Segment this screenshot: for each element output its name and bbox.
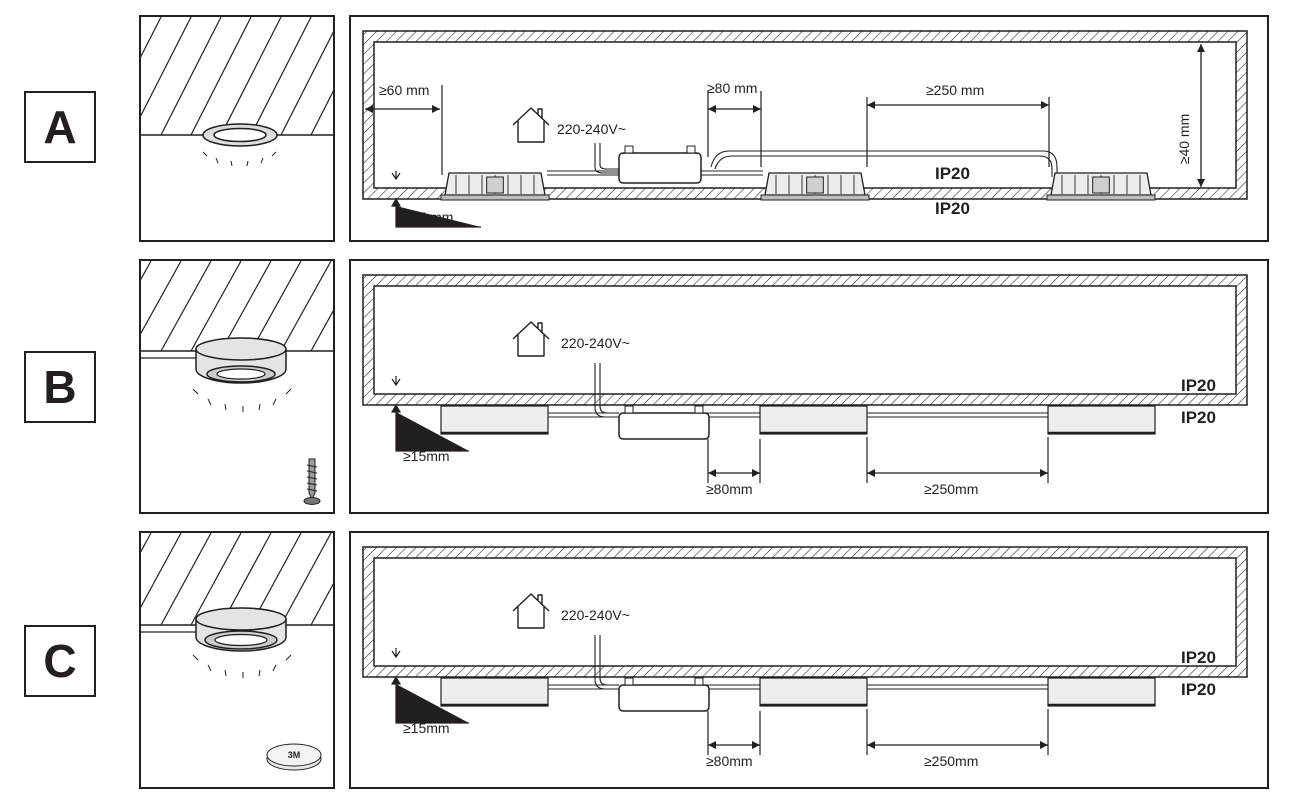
- dim-light-spacing: [867, 101, 1049, 109]
- surface-light: [440, 405, 549, 435]
- voltage-label: 220-240V~: [557, 121, 626, 137]
- ip-outer-label: IP20: [935, 199, 970, 218]
- adhesive-pad-label: 3M: [288, 750, 301, 760]
- height-marker-bottom: [390, 197, 481, 228]
- height-marker-top: [391, 648, 401, 659]
- screw-icon: [303, 458, 321, 505]
- recessed-light-icon: [202, 123, 278, 147]
- wiring: [548, 363, 1049, 418]
- dim-side-clearance: [365, 105, 440, 113]
- height-marker-bottom: [390, 675, 469, 724]
- surface-light: [440, 677, 549, 707]
- surface-light: [1047, 677, 1156, 707]
- surface-light-icon: [195, 607, 287, 652]
- wiring: [548, 635, 1049, 690]
- height-marker-top: [391, 171, 401, 181]
- recessed-light: [760, 172, 870, 201]
- cabinet-wall: [362, 546, 1248, 678]
- surface-light: [759, 405, 868, 435]
- adhesive-pad-icon: 3M: [266, 743, 322, 771]
- row-label-c: C: [24, 625, 96, 697]
- voltage-label: 220-240V~: [561, 607, 630, 623]
- surface-light: [1047, 405, 1156, 435]
- voltage-label: 220-240V~: [561, 335, 630, 351]
- led-driver: [618, 145, 702, 184]
- ip-outer-label: IP20: [1181, 680, 1216, 699]
- dim-depth: [1197, 44, 1205, 187]
- wiring: [547, 143, 1058, 177]
- surface-light: [759, 677, 868, 707]
- dim-light-spacing: [867, 469, 1048, 477]
- surface-light-icon: [195, 337, 287, 384]
- cabinet-wall: [362, 274, 1248, 406]
- led-driver: [618, 677, 710, 712]
- thumb-surface-screw: [139, 259, 335, 514]
- house-icon: [512, 593, 550, 629]
- light-spacing-label: ≥250mm: [924, 753, 978, 769]
- min-height-label: ≥15mm: [403, 448, 450, 464]
- recessed-light: [440, 172, 550, 201]
- cabinet-wall: [362, 30, 1248, 200]
- dim-light-spacing: [867, 741, 1048, 749]
- depth-label: ≥40 mm: [1176, 114, 1192, 164]
- dim-driver-gap: [708, 469, 760, 477]
- side-clearance-label: ≥60 mm: [379, 82, 429, 98]
- recessed-light: [1046, 172, 1156, 201]
- row-label-b: B: [24, 351, 96, 423]
- height-marker-top: [391, 376, 401, 387]
- diagram-panel-a: 220-240V~ ≥60 mm ≥80 mm ≥250 mm ≥40 mm ≥15 mm…: [349, 15, 1269, 242]
- driver-gap-label: ≥80mm: [706, 753, 753, 769]
- driver-gap-label: ≥80 mm: [707, 80, 757, 96]
- thumb-surface-adhesive: 3M: [139, 531, 335, 789]
- light-spacing-label: ≥250 mm: [926, 82, 984, 98]
- thumb-recessed: [139, 15, 335, 242]
- house-icon: [512, 107, 550, 143]
- ip-outer-label: IP20: [1181, 408, 1216, 427]
- min-height-label: ≥15 mm: [403, 209, 453, 225]
- light-spacing-label: ≥250mm: [924, 481, 978, 497]
- driver-gap-label: ≥80mm: [706, 481, 753, 497]
- house-icon: [512, 321, 550, 357]
- ip-inner-label: IP20: [1181, 376, 1216, 395]
- ip-inner-label: IP20: [935, 164, 970, 183]
- min-height-label: ≥15mm: [403, 720, 450, 736]
- dim-driver-gap: [708, 105, 761, 113]
- ip-inner-label: IP20: [1181, 648, 1216, 667]
- dim-driver-gap: [708, 741, 760, 749]
- led-driver: [618, 405, 710, 440]
- height-marker-bottom: [390, 403, 469, 452]
- row-label-a: A: [24, 91, 96, 163]
